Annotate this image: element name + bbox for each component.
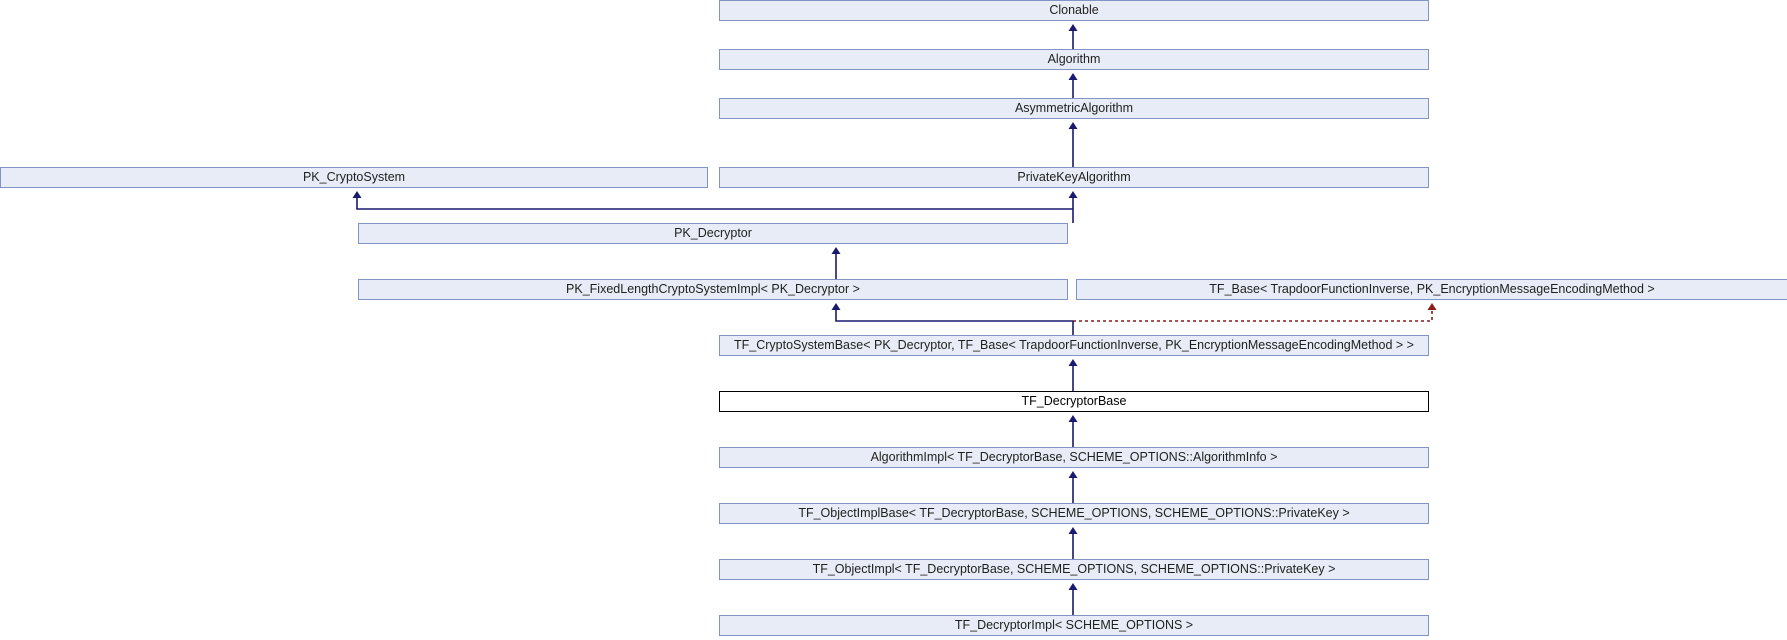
class-node-algorithmimpl[interactable]: AlgorithmImpl< TF_DecryptorBase, SCHEME_…	[719, 447, 1429, 468]
class-node-tfdecryptorbase[interactable]: TF_DecryptorBase	[719, 391, 1429, 412]
class-node-label: TF_Base< TrapdoorFunctionInverse, PK_Enc…	[1209, 282, 1655, 296]
class-node-label: PrivateKeyAlgorithm	[1017, 170, 1131, 184]
class-node-label: Algorithm	[1047, 52, 1101, 66]
class-node-pkfixedlength[interactable]: PK_FixedLengthCryptoSystemImpl< PK_Decry…	[358, 279, 1068, 300]
class-node-label: PK_FixedLengthCryptoSystemImpl< PK_Decry…	[566, 282, 860, 296]
edge-pkdecryptor-to-pkcryptosystem	[352, 191, 1073, 210]
class-node-tfdecryptorimpl[interactable]: TF_DecryptorImpl< SCHEME_OPTIONS >	[719, 615, 1429, 636]
class-node-label: TF_ObjectImpl< TF_DecryptorBase, SCHEME_…	[812, 562, 1336, 576]
class-node-pkdecryptor[interactable]: PK_Decryptor	[358, 223, 1068, 244]
class-node-pkcryptosystem[interactable]: PK_CryptoSystem	[0, 167, 708, 188]
class-node-label: AlgorithmImpl< TF_DecryptorBase, SCHEME_…	[870, 450, 1278, 464]
class-node-tfbase[interactable]: TF_Base< TrapdoorFunctionInverse, PK_Enc…	[1076, 279, 1787, 300]
class-node-algorithm[interactable]: Algorithm	[719, 49, 1429, 70]
edge-tfcryptosystembase-to-pkfixedlength	[831, 303, 1073, 322]
class-node-label: TF_ObjectImplBase< TF_DecryptorBase, SCH…	[798, 506, 1350, 520]
class-node-label: TF_DecryptorImpl< SCHEME_OPTIONS >	[954, 618, 1194, 632]
edge-tfcryptosystembase-to-tfbase	[1073, 303, 1437, 322]
class-node-asymmetric[interactable]: AsymmetricAlgorithm	[719, 98, 1429, 119]
class-node-label: TF_DecryptorBase	[1021, 394, 1127, 408]
class-node-label: Clonable	[1049, 3, 1099, 17]
class-node-label: TF_CryptoSystemBase< PK_Decryptor, TF_Ba…	[734, 338, 1414, 352]
class-node-label: AsymmetricAlgorithm	[1014, 101, 1134, 115]
class-node-privatekeyalgorithm[interactable]: PrivateKeyAlgorithm	[719, 167, 1429, 188]
class-node-tfcryptosystembase[interactable]: TF_CryptoSystemBase< PK_Decryptor, TF_Ba…	[719, 335, 1429, 356]
class-node-label: PK_CryptoSystem	[302, 170, 406, 184]
class-node-label: PK_Decryptor	[674, 226, 752, 240]
class-node-tfobjectimplbase[interactable]: TF_ObjectImplBase< TF_DecryptorBase, SCH…	[719, 503, 1429, 524]
class-node-clonable[interactable]: Clonable	[719, 0, 1429, 21]
class-node-tfobjectimpl[interactable]: TF_ObjectImpl< TF_DecryptorBase, SCHEME_…	[719, 559, 1429, 580]
